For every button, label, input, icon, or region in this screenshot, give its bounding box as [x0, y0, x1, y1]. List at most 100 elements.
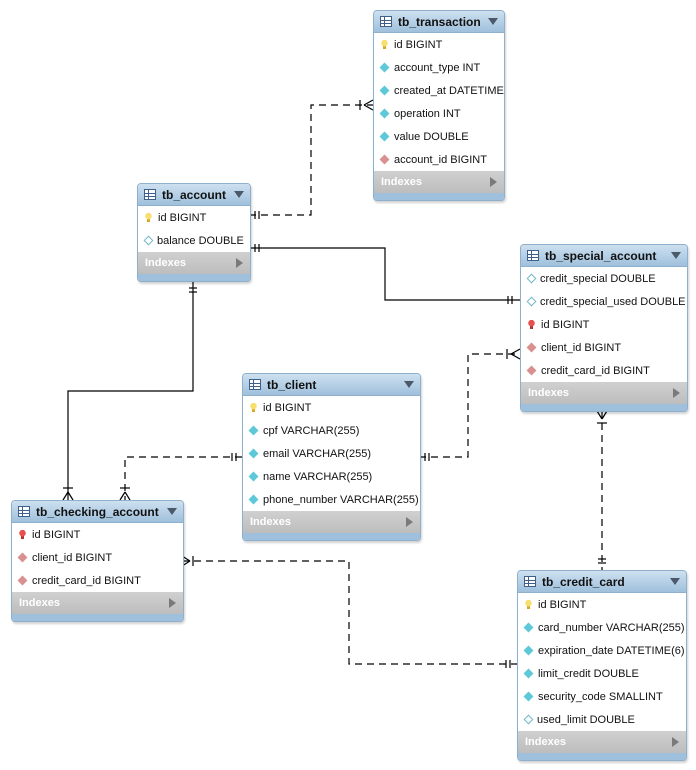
column-label: phone_number VARCHAR(255) [263, 493, 419, 506]
relationship-client-special-account[interactable] [419, 353, 520, 458]
column-label: security_code SMALLINT [538, 690, 663, 703]
indexes-section[interactable]: Indexes [138, 252, 250, 274]
column-row[interactable]: phone_number VARCHAR(255) [243, 488, 420, 511]
column-label: expiration_date DATETIME(6) [538, 644, 685, 657]
foreign-key-icon [526, 365, 537, 376]
column-row[interactable]: security_code SMALLINT [518, 685, 686, 708]
column-label: credit_card_id BIGINT [32, 574, 141, 587]
column-row[interactable]: limit_credit DOUBLE [518, 662, 686, 685]
expand-arrow-icon[interactable] [673, 388, 680, 398]
table-icon [18, 506, 30, 517]
primary-key-icon [144, 213, 153, 222]
column-row[interactable]: account_id BIGINT [374, 148, 504, 171]
collapse-arrow-icon[interactable] [671, 252, 681, 259]
expand-arrow-icon[interactable] [169, 598, 176, 608]
relationship-account-checking-markers [62, 287, 197, 501]
table-header[interactable]: tb_special_account [521, 245, 687, 267]
table-name: tb_special_account [545, 248, 657, 263]
column-row[interactable]: id BIGINT [243, 396, 420, 419]
column-label: value DOUBLE [394, 130, 469, 143]
column-row[interactable]: id BIGINT [374, 33, 504, 56]
indexes-section[interactable]: Indexes [518, 731, 686, 753]
nullable-column-icon [143, 235, 154, 246]
table-footer [521, 404, 687, 411]
table-header[interactable]: tb_client [243, 374, 420, 396]
column-label: client_id BIGINT [32, 551, 113, 564]
column-row[interactable]: credit_card_id BIGINT [521, 359, 687, 382]
indexes-section[interactable]: Indexes [12, 592, 183, 614]
column-row[interactable]: client_id BIGINT [12, 546, 183, 569]
column-row[interactable]: expiration_date DATETIME(6) [518, 639, 686, 662]
column-label: id BIGINT [538, 598, 587, 611]
column-row[interactable]: balance DOUBLE [138, 229, 250, 252]
column-row[interactable]: name VARCHAR(255) [243, 465, 420, 488]
column-row[interactable]: id BIGINT [12, 523, 183, 546]
column-row[interactable]: credit_special DOUBLE [521, 267, 687, 290]
primary-key-icon [524, 600, 533, 609]
relationship-client-checking-markers [119, 453, 237, 501]
column-row[interactable]: cpf VARCHAR(255) [243, 419, 420, 442]
column-label: credit_special DOUBLE [540, 272, 656, 285]
table-header[interactable]: tb_credit_card [518, 571, 686, 593]
foreign-key-icon [17, 575, 28, 586]
column-label: balance DOUBLE [157, 234, 244, 247]
not-null-column-icon [523, 691, 534, 702]
expand-arrow-icon[interactable] [672, 737, 679, 747]
column-row[interactable]: email VARCHAR(255) [243, 442, 420, 465]
column-row[interactable]: client_id BIGINT [521, 336, 687, 359]
column-row[interactable]: credit_special_used DOUBLE [521, 290, 687, 313]
nullable-column-icon [526, 296, 537, 307]
indexes-section[interactable]: Indexes [521, 382, 687, 404]
collapse-arrow-icon[interactable] [670, 578, 680, 585]
column-label: operation INT [394, 107, 461, 120]
collapse-arrow-icon[interactable] [234, 191, 244, 198]
collapse-arrow-icon[interactable] [404, 381, 414, 388]
column-label: name VARCHAR(255) [263, 470, 373, 483]
table-header[interactable]: tb_transaction [374, 11, 504, 33]
relationship-client-checking-account[interactable] [124, 456, 242, 500]
relationship-account-checking-account[interactable] [67, 282, 194, 500]
expand-arrow-icon[interactable] [490, 177, 497, 187]
expand-arrow-icon[interactable] [406, 517, 413, 527]
column-row[interactable]: id BIGINT [518, 593, 686, 616]
collapse-arrow-icon[interactable] [167, 508, 177, 515]
indexes-label: Indexes [145, 257, 186, 269]
table-name: tb_credit_card [542, 574, 625, 589]
column-label: credit_special_used DOUBLE [540, 295, 686, 308]
relationship-credit-card-checking-account[interactable] [182, 560, 517, 665]
indexes-section[interactable]: Indexes [374, 171, 504, 193]
relationship-account-transaction[interactable] [249, 104, 373, 216]
table-footer [138, 274, 250, 281]
relationship-client-special-markers [424, 348, 521, 461]
table-tb-special-account[interactable]: tb_special_account credit_special DOUBLE c… [520, 244, 688, 412]
expand-arrow-icon[interactable] [236, 258, 243, 268]
relationship-account-special-account[interactable] [249, 247, 520, 301]
column-label: credit_card_id BIGINT [541, 364, 650, 377]
column-row[interactable]: card_number VARCHAR(255) [518, 616, 686, 639]
column-row[interactable]: used_limit DOUBLE [518, 708, 686, 731]
column-row[interactable]: value DOUBLE [374, 125, 504, 148]
indexes-label: Indexes [381, 176, 422, 188]
column-row[interactable]: operation INT [374, 102, 504, 125]
column-row[interactable]: id BIGINT [521, 313, 687, 336]
table-name: tb_checking_account [36, 504, 159, 519]
table-header[interactable]: tb_account [138, 184, 250, 206]
column-label: id BIGINT [32, 528, 81, 541]
table-icon [524, 576, 536, 587]
column-row[interactable]: account_type INT [374, 56, 504, 79]
column-row[interactable]: id BIGINT [138, 206, 250, 229]
column-row[interactable]: created_at DATETIME [374, 79, 504, 102]
table-header[interactable]: tb_checking_account [12, 501, 183, 523]
indexes-section[interactable]: Indexes [243, 511, 420, 533]
column-label: card_number VARCHAR(255) [538, 621, 685, 634]
primary-foreign-key-icon [527, 320, 536, 329]
collapse-arrow-icon[interactable] [488, 18, 498, 25]
column-row[interactable]: credit_card_id BIGINT [12, 569, 183, 592]
primary-key-icon [380, 40, 389, 49]
